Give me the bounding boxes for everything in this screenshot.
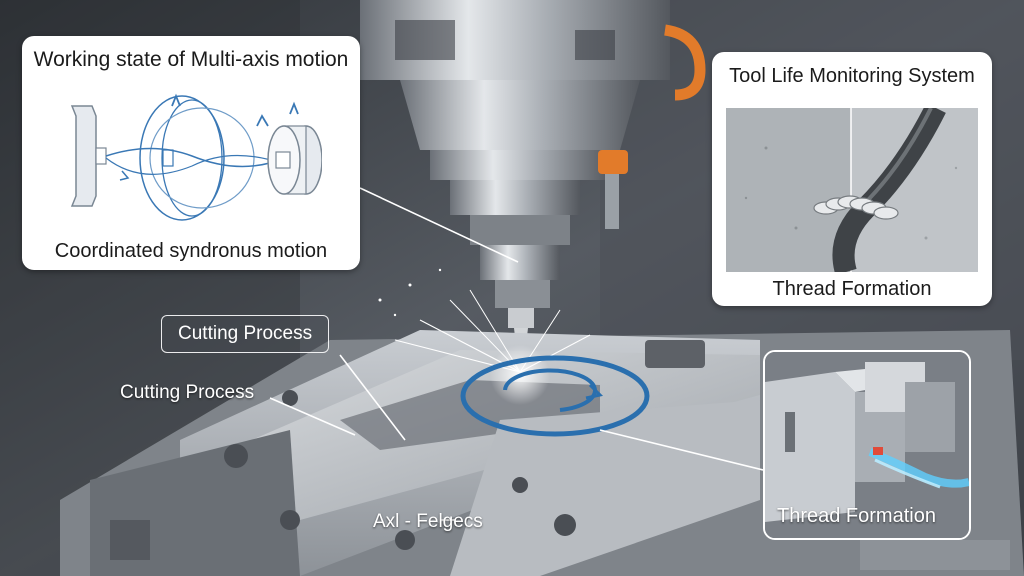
cutting-process-label: Cutting Process	[120, 382, 255, 403]
micrograph-image	[726, 108, 978, 272]
thread-formation-caption: Thread Formation	[777, 505, 936, 527]
thread-formation-inset: Thread Formation	[763, 350, 971, 540]
tool-life-monitoring-title: Tool Life Monitoring System	[729, 65, 975, 87]
multi-axis-motion-caption: Coordinated syndronus motion	[54, 240, 328, 262]
cutting-process-label-boxed: Cutting Process	[161, 315, 330, 353]
callout-lines	[269, 187, 764, 521]
multi-axis-motion-diagram	[70, 93, 322, 221]
axis-fixture-label: Axl - Felgecs	[373, 511, 483, 532]
motion-path-rings	[460, 355, 650, 437]
multi-axis-motion-card: Working state of Multi-axis motion Coord…	[22, 36, 360, 270]
thread-formation-image	[765, 352, 969, 538]
tool-life-caption: Thread Formation	[772, 278, 932, 300]
multi-axis-motion-title: Working state of Multi-axis motion	[33, 48, 349, 71]
tool-life-monitoring-card: Tool Life Monitoring System Thread Forma…	[712, 52, 992, 306]
spindle-head	[360, 0, 706, 372]
